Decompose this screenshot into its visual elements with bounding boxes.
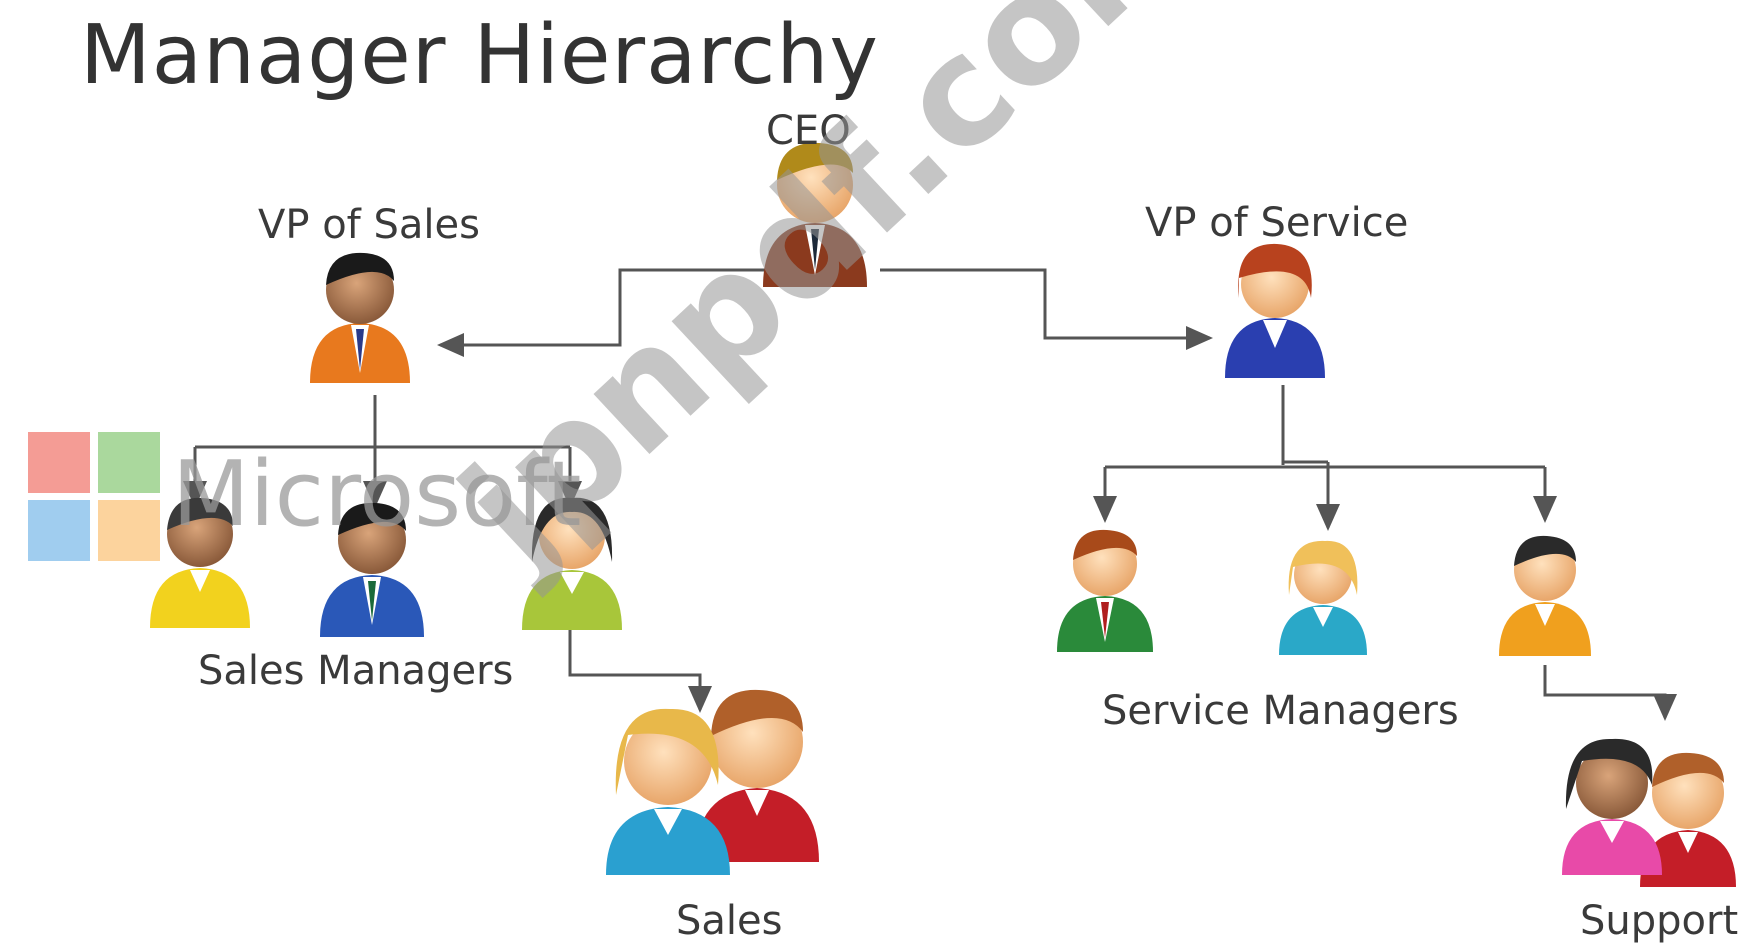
ceo-label: CEO: [766, 108, 851, 154]
vp-sales-label: VP of Sales: [258, 202, 480, 248]
sales-person-icon: [606, 708, 730, 875]
support-label: Support: [1580, 898, 1739, 944]
sales-manager-person-icon: [522, 497, 622, 630]
microsoft-logo-icon: [28, 432, 160, 561]
ceo-person-icon: [763, 142, 867, 287]
vp-sales-person-icon: [310, 252, 410, 383]
service-manager-person-icon: [1499, 535, 1591, 656]
sales-person-icon: [695, 689, 819, 862]
connector-lines: [183, 268, 1677, 721]
sales-managers-label: Sales Managers: [198, 648, 514, 694]
support-person-icon: [1640, 752, 1736, 887]
vp-service-label: VP of Service: [1145, 200, 1409, 246]
page-title: Manager Hierarchy: [80, 8, 879, 103]
sales-manager-person-icon: [150, 497, 250, 628]
vp-service-person-icon: [1225, 243, 1325, 378]
support-person-icon: [1562, 738, 1662, 875]
service-manager-person-icon: [1279, 540, 1367, 655]
sales-manager-person-icon: [320, 502, 424, 637]
microsoft-logo-text: Microsoft: [172, 442, 582, 547]
service-managers-label: Service Managers: [1102, 688, 1459, 734]
sales-label: Sales: [676, 898, 783, 944]
service-manager-person-icon: [1057, 529, 1153, 652]
